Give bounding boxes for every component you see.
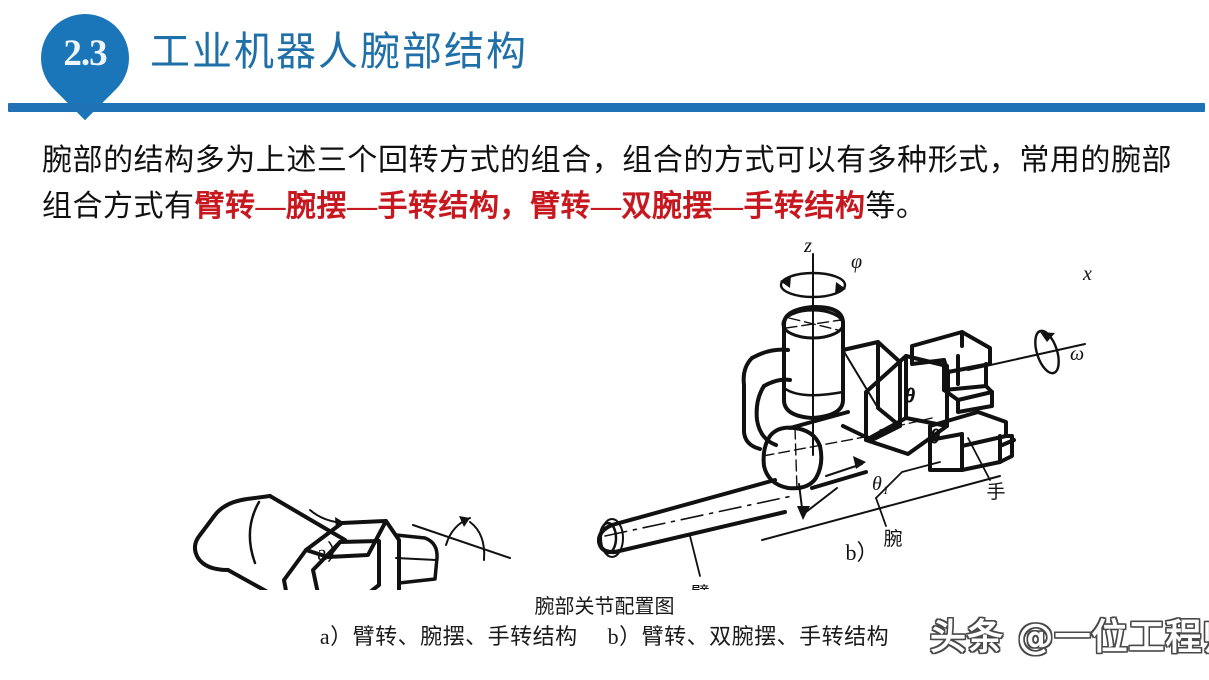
paragraph-text-part-2: 等。 bbox=[865, 190, 927, 223]
label-b-wrist: 腕 bbox=[883, 528, 902, 550]
diagram-b-group: θ θ bbox=[596, 253, 1086, 577]
figure-wrist-joint-configurations: 腕 爪 a） bbox=[0, 240, 1209, 590]
slide-header: 2.3 工业机器人腕部结构 bbox=[0, 0, 1209, 121]
body-paragraph: 腕部的结构多为上述三个回转方式的组合，组合的方式可以有多种形式，常用的腕部组合方… bbox=[42, 138, 1172, 230]
figure-caption: 腕部关节配置图 a）臂转、腕摆、手转结构 b）臂转、双腕摆、手转结构 bbox=[0, 594, 1209, 652]
paragraph-text-part-1: 腕部的结构多为上述三个回转方式的组合，组合的方式可以有多种形式，常用的腕部组合方… bbox=[42, 144, 1172, 223]
watermark-text: 头条 @一位工程师 bbox=[930, 617, 1209, 658]
figure-caption-item-a: a）臂转、腕摆、手转结构 bbox=[319, 624, 578, 649]
figure-caption-items: a）臂转、腕摆、手转结构 b）臂转、双腕摆、手转结构 bbox=[0, 622, 1209, 652]
label-b-axis-z: z bbox=[803, 240, 812, 257]
label-b-rot-phi: φ bbox=[851, 251, 862, 273]
label-b-angle-theta1: θ₁ bbox=[872, 473, 889, 495]
diagram-a-group bbox=[193, 494, 511, 590]
label-b-rot-omega: ω bbox=[1070, 343, 1084, 365]
header-divider-bar bbox=[8, 103, 1205, 112]
label-b-arm: 臂 bbox=[690, 583, 709, 590]
figure-caption-item-b: b）臂转、双腕摆、手转结构 bbox=[607, 624, 890, 649]
label-b-axis-x: x bbox=[1082, 263, 1092, 285]
panel-label-b: b） bbox=[845, 540, 878, 565]
paragraph-highlight: 臂转—腕摆—手转结构，臂转—双腕摆—手转结构 bbox=[194, 190, 866, 223]
section-number-text: 2.3 bbox=[63, 33, 107, 74]
section-number-badge: 2.3 bbox=[22, 0, 148, 121]
panel-label-a: a） bbox=[317, 540, 349, 565]
label-b-hand: 手 bbox=[986, 481, 1005, 503]
label-b-theta-lower: θ bbox=[930, 426, 940, 448]
label-b-theta-upper: θ bbox=[905, 385, 915, 407]
figure-caption-title: 腕部关节配置图 bbox=[534, 596, 675, 618]
page-title: 工业机器人腕部结构 bbox=[150, 29, 528, 74]
